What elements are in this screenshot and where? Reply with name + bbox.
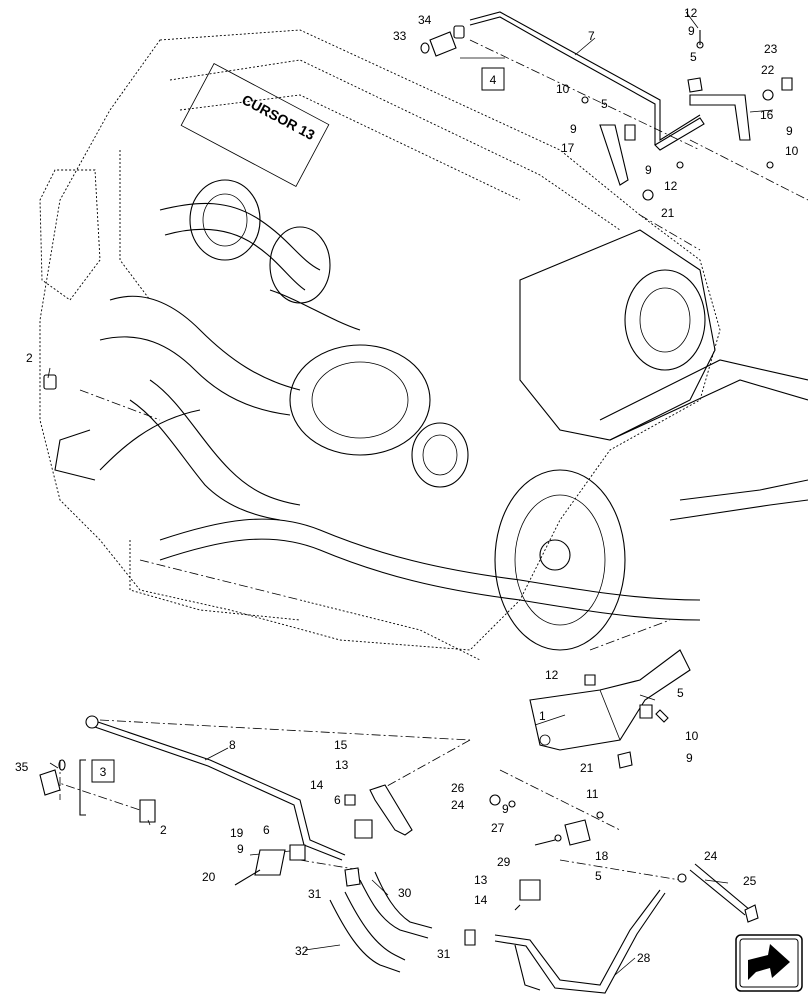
callout-25: 25 [743, 874, 757, 888]
callout-9: 9 [645, 163, 652, 177]
callout-31: 31 [308, 887, 322, 901]
callout-9: 9 [570, 122, 577, 136]
callout-18: 18 [595, 849, 609, 863]
callout-20: 20 [202, 870, 216, 884]
callout-14: 14 [310, 778, 324, 792]
callout-numbers: 1 2 2 5 5 5 5 6 6 7 8 9 9 9 9 9 9 9 10 1… [15, 6, 799, 965]
callout-9: 9 [237, 842, 244, 856]
next-page-arrow-icon[interactable] [735, 934, 803, 992]
pipe-8-assembly [39, 715, 413, 887]
callout-10: 10 [785, 144, 799, 158]
callout-5: 5 [595, 869, 602, 883]
callout-12: 12 [545, 668, 559, 682]
callout-17: 17 [561, 141, 575, 155]
callout-28: 28 [637, 951, 651, 965]
callout-14: 14 [474, 893, 488, 907]
callout-5: 5 [601, 97, 608, 111]
callout-2: 2 [160, 823, 167, 837]
callout-30: 30 [398, 886, 412, 900]
callout-10: 10 [685, 729, 699, 743]
callout-5: 5 [677, 686, 684, 700]
callout-9: 9 [502, 802, 509, 816]
callout-34: 34 [418, 13, 432, 27]
callout-12: 12 [664, 179, 678, 193]
pipe-28-assembly [464, 794, 759, 994]
callout-24: 24 [704, 849, 718, 863]
leader-lines [49, 39, 808, 881]
pipe-7-assembly [420, 11, 793, 201]
callout-5: 5 [690, 50, 697, 64]
group-label-3-text: 3 [100, 765, 107, 779]
svg-text:CURSOR 13: CURSOR 13 [239, 91, 317, 143]
callout-32: 32 [295, 944, 309, 958]
callout-24: 24 [451, 798, 465, 812]
callout-9: 9 [686, 751, 693, 765]
group-label-3: 3 [79, 759, 115, 816]
callout-16: 16 [760, 108, 774, 122]
hoses-30-32 [329, 871, 433, 973]
group-label-4: 4 [481, 67, 505, 91]
callout-9: 9 [786, 124, 793, 138]
callout-26: 26 [451, 781, 465, 795]
callout-23: 23 [764, 42, 778, 56]
callout-13: 13 [474, 873, 488, 887]
engine-assembly: CURSOR 13 [39, 29, 808, 661]
callout-7: 7 [588, 29, 595, 43]
callout-10: 10 [556, 82, 570, 96]
callout-13: 13 [335, 758, 349, 772]
callout-33: 33 [393, 29, 407, 43]
callout-21: 21 [661, 206, 675, 220]
callout-6: 6 [263, 823, 270, 837]
callout-6: 6 [334, 793, 341, 807]
callout-15: 15 [334, 738, 348, 752]
bracket-1 [529, 649, 691, 769]
callout-9: 9 [688, 24, 695, 38]
callout-2: 2 [26, 351, 33, 365]
callout-12: 12 [684, 6, 698, 20]
callout-leaders [47, 11, 774, 976]
fitting-2-upper [43, 374, 57, 390]
callout-27: 27 [491, 821, 505, 835]
callout-19: 19 [230, 826, 244, 840]
callout-31: 31 [437, 947, 451, 961]
callout-35: 35 [15, 760, 29, 774]
callout-29: 29 [497, 855, 511, 869]
callout-22: 22 [761, 63, 775, 77]
group-label-4-text: 4 [490, 73, 497, 87]
callout-1: 1 [539, 709, 546, 723]
callout-11: 11 [586, 787, 599, 801]
callout-21: 21 [580, 761, 594, 775]
callout-8: 8 [229, 738, 236, 752]
